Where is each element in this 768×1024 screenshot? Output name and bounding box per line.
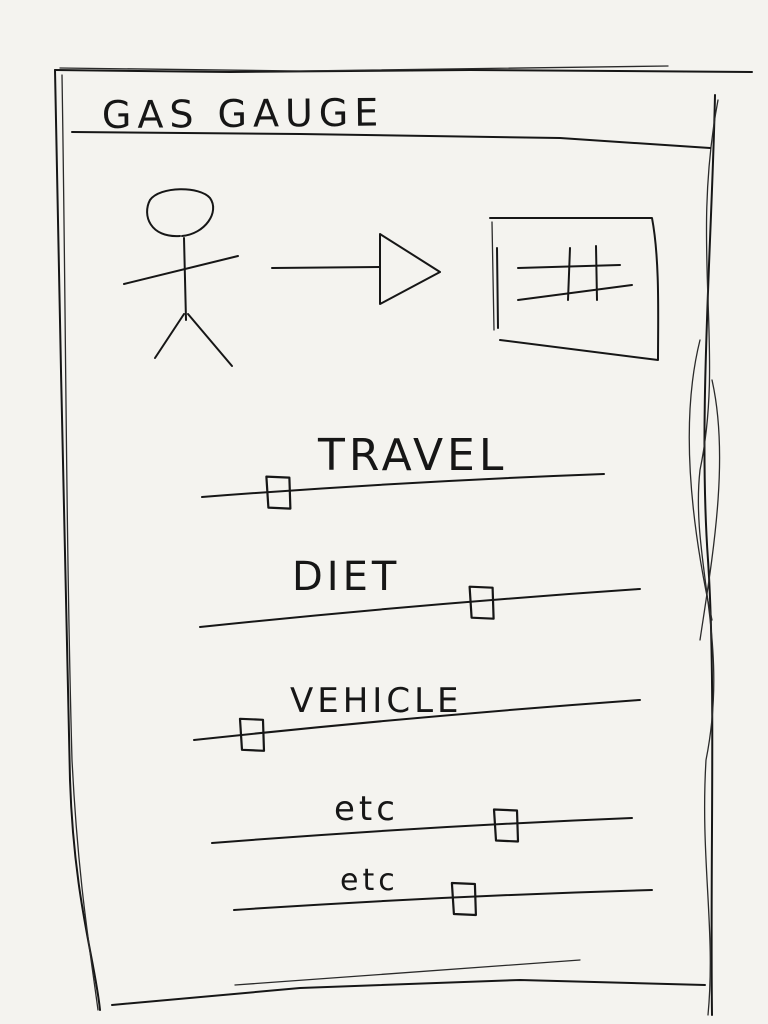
slider-thumb[interactable] [450,881,477,917]
slider-track[interactable] [201,473,605,498]
slider-label: DIET [292,554,400,600]
slider-row: etc [233,863,653,917]
slider-row: etc [211,789,633,844]
slider-label: TRAVEL [317,430,507,481]
slider-track[interactable] [233,889,653,911]
hero-illustration [123,188,660,367]
person-icon [123,188,239,367]
app-frame [54,65,753,1016]
slider-thumb[interactable] [468,585,495,620]
slider-thumb[interactable] [265,475,292,510]
slider-label: etc [334,789,399,829]
slider-row: VEHICLE [193,681,641,752]
slider-track[interactable] [199,588,641,628]
slider-row: DIET [199,554,641,628]
slider-track[interactable] [211,817,633,844]
slider-label: VEHICLE [290,681,463,721]
app-title: GAS GAUGE [102,91,385,137]
slider-thumb[interactable] [238,717,266,752]
app-header: GAS GAUGE [71,91,711,149]
header-divider [71,131,711,149]
arrow-right-icon [271,233,441,305]
slider-label: etc [340,863,399,898]
hash-icon[interactable] [489,217,660,361]
slider-row: TRAVEL [201,430,605,510]
slider-list: TRAVEL DIET VEHICLE etc etc [193,430,653,917]
slider-thumb[interactable] [492,808,520,843]
slider-track[interactable] [193,699,641,741]
